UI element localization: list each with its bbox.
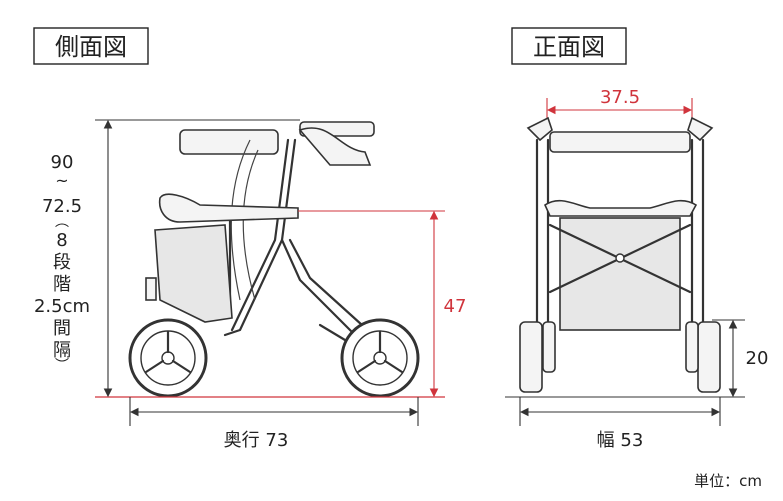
side-height-dimension: 90 ~ 72.5 ︵ 8 段 階 2.5cm 間 隔 ︶ [34,119,300,398]
height-line-6: 階 [53,274,71,295]
front-right-wheel [697,321,721,393]
side-brake-lever [298,127,372,166]
side-walker-illustration [128,121,420,398]
side-view-title: 側面図 [55,33,127,61]
front-walker-illustration [519,116,721,393]
height-line-3: ︵ [55,214,69,230]
side-depth-dimension: 奥行 73 [129,397,419,451]
side-height-label: 90 ~ 72.5 ︵ 8 段 階 2.5cm 間 隔 ︶ [34,152,90,374]
height-line-10: ︶ [55,358,69,374]
side-view: 側面図 [33,27,467,451]
front-width-dimension: 幅 53 [519,397,721,451]
height-line-2: 72.5 [42,196,82,217]
front-wheel-height-dimension: 20 [712,319,769,398]
side-seat [158,193,299,223]
unit-note: 単位：cm [694,472,762,490]
grip-width-label: 37.5 [600,87,640,108]
front-view-title: 正面図 [533,33,605,61]
front-grip-width-dimension: 37.5 [546,87,693,130]
side-rear-wheel [128,318,208,398]
side-basket [154,224,233,323]
front-handle-bar [549,131,691,153]
front-view: 正面図 37.5 [505,27,769,451]
seat-height-label: 47 [444,296,467,317]
side-seat-height-dimension: 47 [298,210,467,398]
side-front-wheel [340,318,420,398]
height-line-4: 8 [56,230,67,251]
front-left-wheel [519,321,543,393]
height-line-9: 隔 [53,340,71,361]
front-basket [559,217,681,331]
front-seat [543,199,698,217]
height-line-8: 間 [53,318,71,339]
depth-label: 奥行 73 [224,430,289,451]
width-label: 幅 53 [597,430,644,451]
front-view-title-box: 正面図 [511,27,627,65]
height-line-5: 段 [53,252,71,273]
height-line-1: ~ [55,171,68,190]
height-line-7: 2.5cm [34,296,90,317]
side-armrest [179,129,279,155]
wheel-height-label: 20 [746,348,769,369]
height-line-0: 90 [51,152,74,173]
side-view-title-box: 側面図 [33,27,149,65]
